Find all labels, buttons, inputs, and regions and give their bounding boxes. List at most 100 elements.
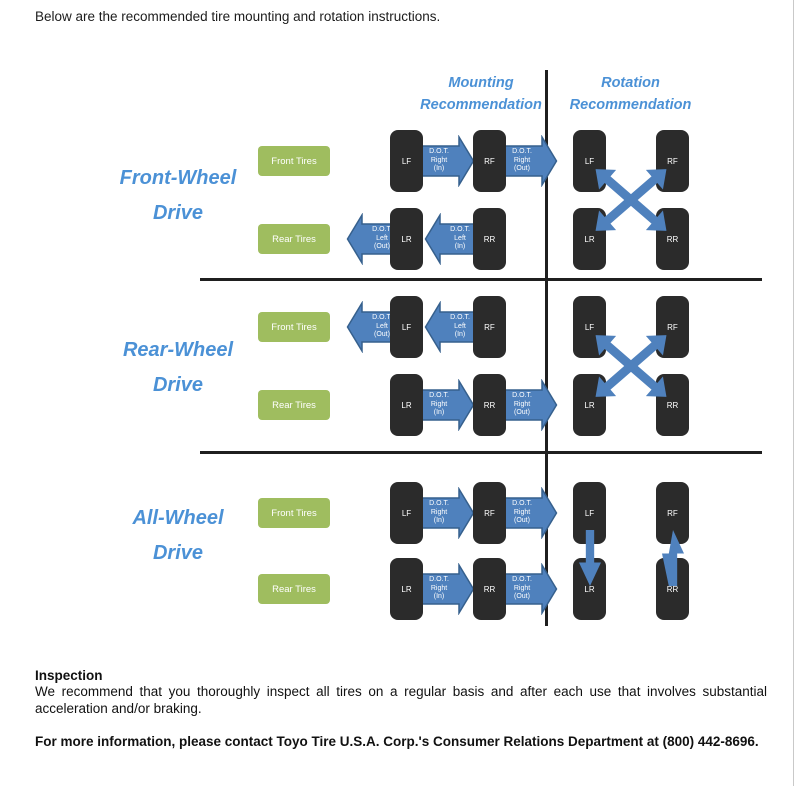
tire-label: RR	[483, 400, 496, 410]
row-label-line1: Front-Wheel	[119, 167, 237, 189]
tire-label: LF	[584, 156, 595, 166]
arrow-label-line: (Out)	[514, 165, 530, 172]
row-label-line2: Drive	[152, 202, 204, 224]
arrow-right-icon	[502, 135, 558, 187]
rwd-rotation-cross-arrows-icon	[592, 332, 670, 400]
arrow-label-line: Right	[430, 400, 448, 408]
tire-label: LF	[401, 322, 412, 332]
awd-front-arrow-in: D.O.T. Right (In)	[419, 487, 475, 539]
tire-label: RF	[484, 156, 495, 166]
mounting-recommendation-header: Mounting Recommendation	[400, 72, 562, 116]
fwd-rear-arrow-out: D.O.T. Left (Out)	[346, 213, 402, 265]
tire-label: RR	[666, 584, 679, 594]
arrow-label-line: (In)	[433, 165, 445, 172]
tire-label: LR	[401, 234, 412, 244]
arrow-label-line: Right	[430, 584, 448, 592]
arrow-label-line: (Out)	[374, 243, 390, 250]
rwd-front-arrow-in: D.O.T. Left (In)	[424, 301, 480, 353]
row-label-line1: All-Wheel	[132, 507, 224, 529]
rwd-rear-arrow-in: D.O.T. Right (In)	[419, 379, 475, 431]
fwd-rotation-tire-rf: RF	[656, 130, 689, 192]
tire-label: RF	[667, 508, 678, 518]
tire-label: LF	[401, 508, 412, 518]
badge-label: Rear Tires	[272, 583, 316, 595]
arrow-label-line: D.O.T.	[450, 314, 470, 321]
tire-label: LF	[401, 156, 412, 166]
arrow-label-line: Left	[376, 234, 388, 242]
rwd-mounting-tire-lr: LR	[390, 374, 423, 436]
fwd-mounting-tire-rf: RF	[473, 130, 506, 192]
arrow-label-line: Right	[513, 584, 531, 592]
tire-label: LF	[584, 322, 595, 332]
arrow-label-line: Left	[454, 234, 466, 242]
awd-mounting-tire-lr: LR	[390, 558, 423, 620]
arrow-right-icon	[419, 487, 475, 539]
arrow-label-line: (In)	[454, 331, 466, 338]
tire-label: LF	[584, 508, 595, 518]
awd-rear-tires-badge: Rear Tires	[258, 574, 330, 604]
arrow-label-line: D.O.T.	[512, 148, 532, 155]
row-label-rear-wheel-drive: Rear-Wheel Drive	[98, 338, 258, 397]
rwd-mounting-tire-rr: RR	[473, 374, 506, 436]
arrow-right-icon	[502, 379, 558, 431]
arrow-left-icon	[424, 301, 480, 353]
awd-rear-arrow-out: D.O.T. Right (Out)	[502, 563, 558, 615]
rwd-rear-arrow-out: D.O.T. Right (Out)	[502, 379, 558, 431]
rotation-recommendation-header: Rotation Recommendation	[557, 72, 704, 116]
arrow-label: D.O.T. Left (In)	[441, 226, 479, 252]
arrow-label-line: (In)	[433, 409, 445, 416]
arrow-label-line: D.O.T.	[512, 576, 532, 583]
awd-rear-arrow-in: D.O.T. Right (In)	[419, 563, 475, 615]
arrow-label-line: D.O.T.	[429, 148, 449, 155]
arrow-right-icon	[502, 563, 558, 615]
arrow-label-line: Left	[454, 322, 466, 330]
horizontal-divider-line-2	[200, 451, 762, 454]
arrow-label: D.O.T. Right (In)	[420, 576, 458, 602]
horizontal-divider-line-1	[200, 278, 762, 281]
arrow-label-line: D.O.T.	[429, 500, 449, 507]
rotation-header-line2: Recommendation	[569, 97, 692, 113]
tire-label: RR	[666, 400, 679, 410]
arrow-label-line: Right	[513, 508, 531, 516]
arrow-label-line: (Out)	[374, 331, 390, 338]
rwd-rear-tires-badge: Rear Tires	[258, 390, 330, 420]
arrow-label-line: (In)	[433, 517, 445, 524]
tire-label: RR	[666, 234, 679, 244]
fwd-mounting-tire-lf: LF	[390, 130, 423, 192]
intro-text: Below are the recommended tire mounting …	[35, 9, 441, 24]
tire-label: RF	[667, 322, 678, 332]
arrow-right-icon	[419, 379, 475, 431]
arrow-right-icon	[502, 487, 558, 539]
fwd-rear-tires-badge: Rear Tires	[258, 224, 330, 254]
fwd-front-tires-badge: Front Tires	[258, 146, 330, 176]
arrow-label-line: D.O.T.	[450, 226, 470, 233]
arrow-label-line: Right	[513, 156, 531, 164]
arrow-label-line: D.O.T.	[512, 500, 532, 507]
tire-label: LR	[401, 584, 412, 594]
tire-label: RR	[483, 584, 496, 594]
arrow-label-line: Right	[430, 156, 448, 164]
tire-label: RF	[667, 156, 678, 166]
rwd-mounting-tire-rf: RF	[473, 296, 506, 358]
arrow-label: D.O.T. Right (In)	[420, 148, 458, 174]
tire-label: LR	[584, 234, 595, 244]
arrow-label: D.O.T. Left (Out)	[363, 226, 401, 252]
arrow-right-icon	[419, 135, 475, 187]
tire-label: LR	[584, 584, 595, 594]
rwd-front-tires-badge: Front Tires	[258, 312, 330, 342]
arrow-label-line: (Out)	[514, 409, 530, 416]
arrow-label-line: (In)	[454, 243, 466, 250]
fwd-mounting-tire-rr: RR	[473, 208, 506, 270]
badge-label: Front Tires	[271, 155, 317, 167]
row-label-line2: Drive	[152, 374, 204, 396]
rotation-header-line1: Rotation	[601, 75, 660, 91]
awd-front-tires-badge: Front Tires	[258, 498, 330, 528]
fwd-mounting-tire-lr: LR	[390, 208, 423, 270]
arrow-label-line: (Out)	[514, 593, 530, 600]
arrow-label: D.O.T. Right (Out)	[503, 500, 541, 526]
page-edge-line	[793, 0, 794, 786]
badge-label: Front Tires	[271, 321, 317, 333]
arrow-label: D.O.T. Right (Out)	[503, 576, 541, 602]
arrow-label: D.O.T. Left (In)	[441, 314, 479, 340]
